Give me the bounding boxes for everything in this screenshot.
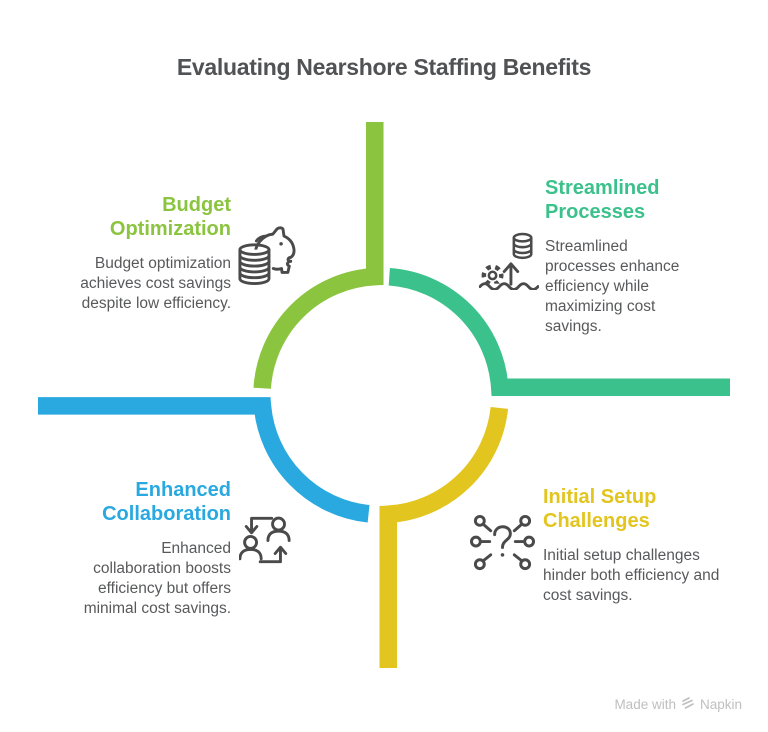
segment-enhanced-collaboration — [38, 397, 370, 523]
description-line: Streamlined — [545, 238, 628, 255]
heading-line: Streamlined — [545, 177, 660, 199]
segment-budget-optimization — [253, 122, 384, 389]
segment-initial-setup-challenges — [379, 406, 509, 668]
description-line: Budget optimization — [94, 255, 231, 272]
quadrant-heading: Budget Optimization — [31, 193, 231, 241]
people-exchange-icon — [239, 514, 293, 566]
quadrant-heading: Streamlined Processes — [545, 176, 750, 224]
description-line: processes enhance — [545, 258, 680, 275]
watermark: Made with Napkin — [614, 696, 742, 713]
watermark-brand: Napkin — [699, 697, 742, 712]
napkin-logo-icon — [681, 696, 695, 713]
quadrant-description: Enhanced collaboration boosts efficiency… — [31, 539, 231, 619]
description-line: Initial setup challenges — [543, 547, 700, 564]
description-line: collaboration boosts — [93, 560, 231, 577]
segment-streamlined-processes — [388, 268, 730, 396]
heading-line: Processes — [545, 201, 646, 223]
quadrant-heading: Enhanced Collaboration — [31, 478, 231, 526]
quadrant-description: Budget optimization achieves cost saving… — [31, 254, 231, 314]
description-line: efficiency while — [545, 278, 649, 295]
quadrant-description: Streamlined processes enhance efficiency… — [545, 237, 750, 337]
quadrant-budget-optimization: Budget Optimization Budget optimization … — [31, 193, 231, 314]
description-line: maximizing cost — [545, 298, 656, 315]
question-network-icon — [468, 511, 537, 578]
heading-line: Budget — [162, 194, 231, 216]
quadrant-description: Initial setup challenges hinder both eff… — [543, 546, 748, 606]
quadrant-enhanced-collaboration: Enhanced Collaboration Enhanced collabor… — [31, 478, 231, 619]
watermark-text: Made with — [614, 697, 676, 712]
description-line: cost savings. — [543, 587, 633, 604]
gear-efficiency-icon — [479, 228, 539, 290]
description-line: minimal cost savings. — [83, 600, 231, 617]
description-line: despite low efficiency. — [81, 295, 231, 312]
description-line: efficiency but offers — [98, 580, 231, 597]
quadrant-streamlined-processes: Streamlined Processes Streamlined proces… — [545, 176, 750, 337]
description-line: achieves cost savings — [80, 275, 231, 292]
quadrant-initial-setup-challenges: Initial Setup Challenges Initial setup c… — [543, 485, 748, 606]
page-title: Evaluating Nearshore Staffing Benefits — [176, 54, 592, 80]
description-line: savings. — [545, 318, 602, 335]
quadrant-heading: Initial Setup Challenges — [543, 485, 748, 533]
heading-line: Optimization — [109, 218, 231, 240]
heading-line: Initial Setup — [543, 486, 657, 508]
heading-line: Enhanced — [135, 479, 231, 501]
piggy-bank-coins-icon — [237, 222, 299, 285]
heading-line: Challenges — [543, 510, 650, 532]
description-line: hinder both efficiency and — [543, 567, 720, 584]
heading-line: Collaboration — [102, 503, 231, 525]
description-line: Enhanced — [161, 540, 231, 557]
